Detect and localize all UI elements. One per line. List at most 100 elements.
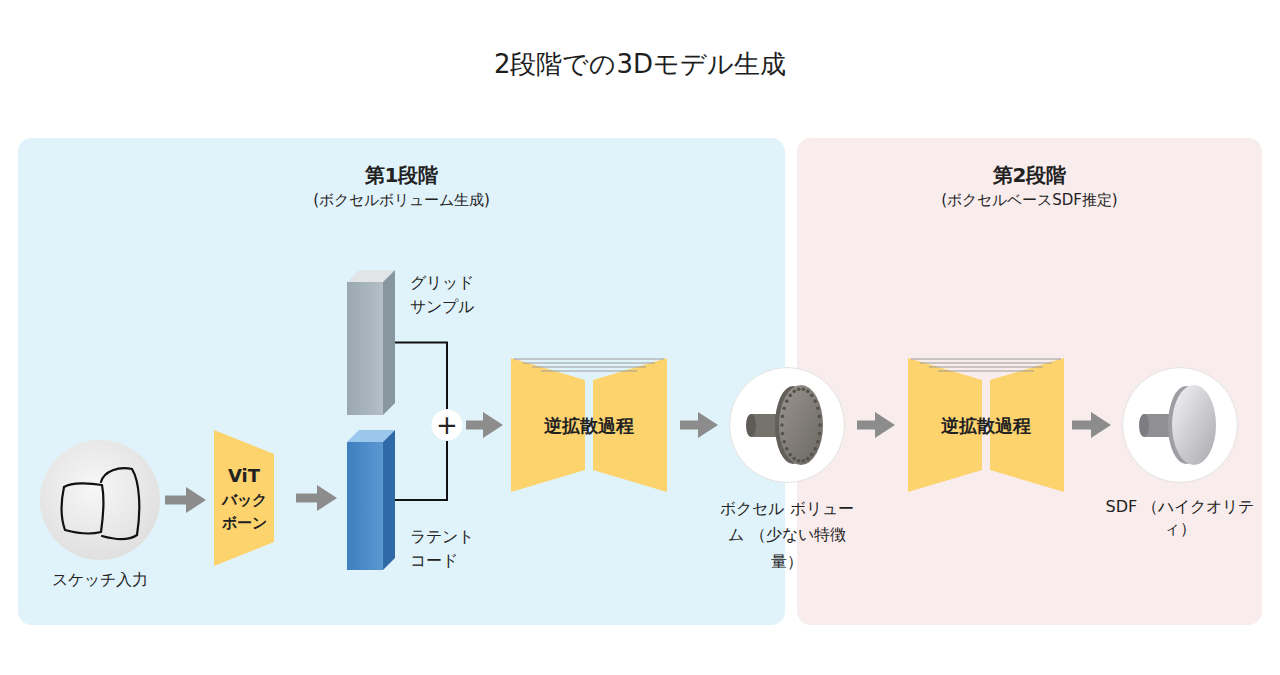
voxel-bump	[782, 440, 786, 444]
skip-line	[920, 363, 1052, 364]
join-line	[395, 343, 447, 410]
knob-figure	[746, 385, 823, 465]
sdf-output: SDF （ハイクオリティ）	[1122, 367, 1238, 483]
sum-node: +	[431, 409, 463, 441]
knob-stem-end	[746, 414, 756, 437]
text-slot: ボクセル ボリューム （少ない特徴量）	[720, 496, 854, 575]
flow-arrow	[466, 421, 491, 430]
flow-arrow	[857, 421, 883, 430]
flow-arrow	[296, 494, 325, 503]
knob-face	[779, 385, 823, 465]
sum-circle	[432, 410, 463, 441]
sketch-disc	[40, 440, 160, 560]
latent-code-label: ラテント コード	[410, 525, 482, 573]
sketch-stroke	[101, 468, 139, 539]
voxel-bump	[810, 453, 814, 457]
sketch-stroke	[62, 483, 104, 533]
voxel-bump	[797, 387, 801, 391]
skip-line	[532, 367, 646, 368]
stage-subheading: (ボクセルボリューム生成)	[18, 190, 785, 211]
text-slot: SDF （ハイクオリティ）	[1105, 496, 1255, 539]
text-slot: 第1段階(ボクセルボリューム生成)	[18, 160, 785, 211]
diffusion-block-label: 逆拡散過程	[941, 412, 1031, 439]
voxel-bump	[818, 423, 822, 427]
diagram-title: 2段階での3Dモデル生成	[0, 48, 1280, 82]
voxel-bump	[788, 453, 792, 457]
voxel-bump	[785, 447, 789, 451]
voxel-bump	[781, 432, 785, 436]
figure-disc	[1123, 368, 1238, 483]
sketch-input-outline	[40, 440, 160, 560]
voxel-bump	[806, 457, 810, 461]
sdf-output-outline	[1122, 367, 1238, 483]
voxel-bump	[810, 394, 814, 398]
stage-panel: 第1段階(ボクセルボリューム生成)スケッチ入力ViT バックボーンラテント コー…	[18, 138, 785, 625]
backbone-block: ViT バックボーン	[214, 430, 274, 566]
knob-stem-end	[1139, 414, 1149, 437]
voxel-bump	[782, 406, 786, 410]
voxel-bump	[797, 459, 801, 463]
skip-line	[523, 363, 655, 364]
voxel-bump	[788, 394, 792, 398]
flow-arrow	[165, 496, 194, 505]
text-slot: 第2段階(ボクセルベースSDF推定)	[797, 160, 1262, 211]
block-side	[383, 430, 395, 570]
grid-sample-outline	[347, 270, 395, 415]
stage-one-ground	[18, 138, 785, 625]
skip-line	[541, 371, 637, 372]
text-slot: +	[431, 409, 463, 441]
voxel-bump	[816, 406, 820, 410]
voxel-bump	[780, 423, 784, 427]
backbone-shape	[214, 430, 274, 566]
knob-figure	[1139, 385, 1216, 465]
text-slot: ラテント コード	[410, 525, 482, 573]
stage-two-ground	[797, 138, 1262, 625]
text-slot: グリッド サンプル	[410, 271, 482, 319]
figure-disc	[730, 368, 845, 483]
voxel-bump	[806, 390, 810, 394]
stage-heading: 第2段階	[797, 160, 1262, 190]
stage-panel: 第2段階(ボクセルベースSDF推定) 逆拡散過程 SDF （ハイクオリティ）	[797, 138, 1262, 625]
skip-line	[938, 371, 1034, 372]
voxel-volume-outline	[729, 367, 845, 483]
voxel-bump	[801, 387, 805, 391]
voxel-bump	[801, 459, 805, 463]
grid-sample-label: グリッド サンプル	[410, 271, 482, 319]
sum-node-label: +	[436, 412, 458, 438]
text-slot: 逆拡散過程	[908, 358, 1064, 492]
voxel-volume-label: ボクセル ボリューム （少ない特徴量）	[720, 496, 854, 575]
text-slot: ViT バックボーン	[214, 430, 274, 566]
text-slot: 逆拡散過程	[511, 358, 667, 492]
voxel-bump	[792, 390, 796, 394]
block-side	[383, 270, 395, 415]
sdf-output-label: SDF （ハイクオリティ）	[1105, 496, 1255, 539]
backbone-block-label: ViT バックボーン	[220, 462, 269, 534]
stage-heading: 第1段階	[18, 160, 785, 190]
block-front	[347, 442, 383, 570]
sketch-input: スケッチ入力	[40, 440, 160, 560]
voxel-bump	[781, 415, 785, 419]
voxel-bump	[785, 399, 789, 403]
diffusion-block: 逆拡散過程	[511, 358, 667, 492]
voxel-bump	[816, 440, 820, 444]
join-line	[395, 441, 447, 500]
skip-line	[514, 359, 664, 360]
skip-line	[929, 367, 1043, 368]
latent-code: ラテント コード	[347, 430, 395, 570]
stage-subheading: (ボクセルベースSDF推定)	[797, 190, 1262, 211]
voxel-volume: ボクセル ボリューム （少ない特徴量）	[729, 367, 845, 483]
diffusion-block-label: 逆拡散過程	[544, 412, 634, 439]
voxel-bump	[792, 457, 796, 461]
sketch-input-label: スケッチ入力	[25, 568, 175, 592]
flow-arrow	[680, 421, 706, 430]
title-slot: 2段階での3Dモデル生成	[0, 48, 1280, 82]
skip-line	[911, 359, 1061, 360]
text-slot: スケッチ入力	[25, 568, 175, 592]
grid-sample: グリッド サンプル	[347, 270, 395, 415]
block-front	[347, 282, 383, 415]
voxel-bump	[813, 447, 817, 451]
voxel-bump	[813, 399, 817, 403]
